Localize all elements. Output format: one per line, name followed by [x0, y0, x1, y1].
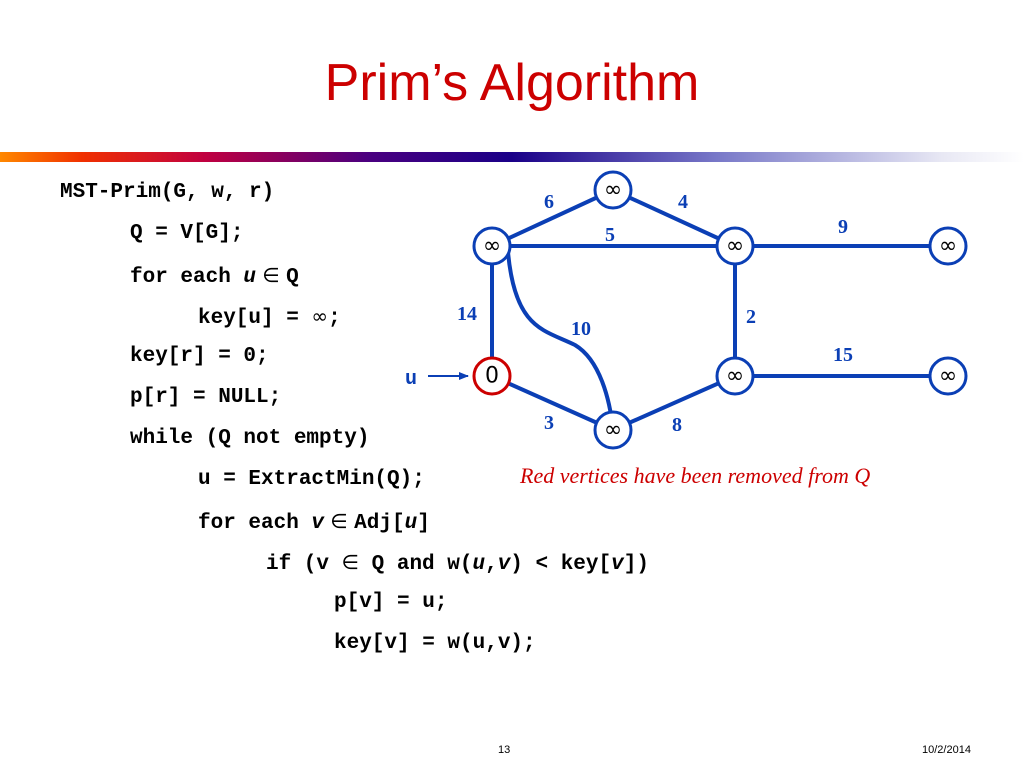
edge-top-center-upper	[612, 188, 736, 248]
vertex-center-upper: ∞	[715, 226, 755, 266]
edge-root-bottom	[491, 374, 614, 432]
vertex-key: ∞	[726, 234, 744, 259]
code-line-12: key[v] = w(u,v);	[334, 632, 536, 655]
edge-left-upper-top	[491, 188, 614, 248]
vertex-right-lower: ∞	[928, 356, 968, 396]
pointer-label: u	[405, 368, 417, 391]
slide-date: 10/2/2014	[922, 744, 971, 756]
vertex-key: 0	[485, 364, 499, 389]
vertex-key: ∞	[604, 418, 622, 443]
code-line-5: key[r] = 0;	[130, 345, 269, 368]
code-line-1: MST-Prim(G, w, r)	[60, 181, 275, 204]
code-line-9: for each v ∈ Adj[u]	[198, 509, 430, 535]
vertex-root: 0	[472, 356, 512, 396]
code-line-2: Q = V[G];	[130, 222, 244, 245]
edge-weight-label: 2	[746, 306, 756, 328]
code-line-4: key[u] = ∞;	[198, 304, 341, 330]
edge-weight-label: 14	[457, 303, 477, 325]
slide-title: Prim’s Algorithm	[324, 54, 700, 112]
vertex-top: ∞	[593, 170, 633, 210]
edge-weight-label: 8	[672, 414, 682, 436]
vertex-center-lower: ∞	[715, 356, 755, 396]
code-line-3: for each u ∈ Q	[130, 263, 299, 289]
edge-weight-label: 9	[838, 216, 848, 238]
page-number: 13	[498, 744, 511, 756]
edge-bottom-center-lower	[612, 374, 736, 432]
vertex-key: ∞	[726, 364, 744, 389]
vertex-key: ∞	[939, 364, 957, 389]
edge-weight-label: 5	[605, 224, 615, 246]
edge-weight-label: 10	[571, 318, 591, 340]
edge-weight-label: 15	[833, 344, 853, 366]
removed-vertices-note: Red vertices have been removed from Q	[520, 463, 871, 488]
code-line-6: p[r] = NULL;	[130, 386, 282, 409]
vertex-key: ∞	[483, 234, 501, 259]
vertex-key: ∞	[939, 234, 957, 259]
edge-weight-label: 4	[678, 191, 688, 213]
code-line-10: if (v ∈ Q and w(u,v) < key[v])	[266, 550, 649, 576]
code-line-8: u = ExtractMin(Q);	[198, 468, 425, 491]
vertex-right-upper: ∞	[928, 226, 968, 266]
edge-weight-label: 6	[544, 191, 554, 213]
code-line-11: p[v] = u;	[334, 591, 448, 614]
edge-weight-label: 3	[544, 412, 554, 434]
vertex-key: ∞	[604, 178, 622, 203]
code-line-7: while (Q not empty)	[130, 427, 370, 450]
vertex-left-upper: ∞	[472, 226, 512, 266]
vertex-bottom: ∞	[593, 410, 633, 450]
edge-left-upper-bottom	[506, 251, 615, 431]
title-divider	[0, 152, 1024, 162]
